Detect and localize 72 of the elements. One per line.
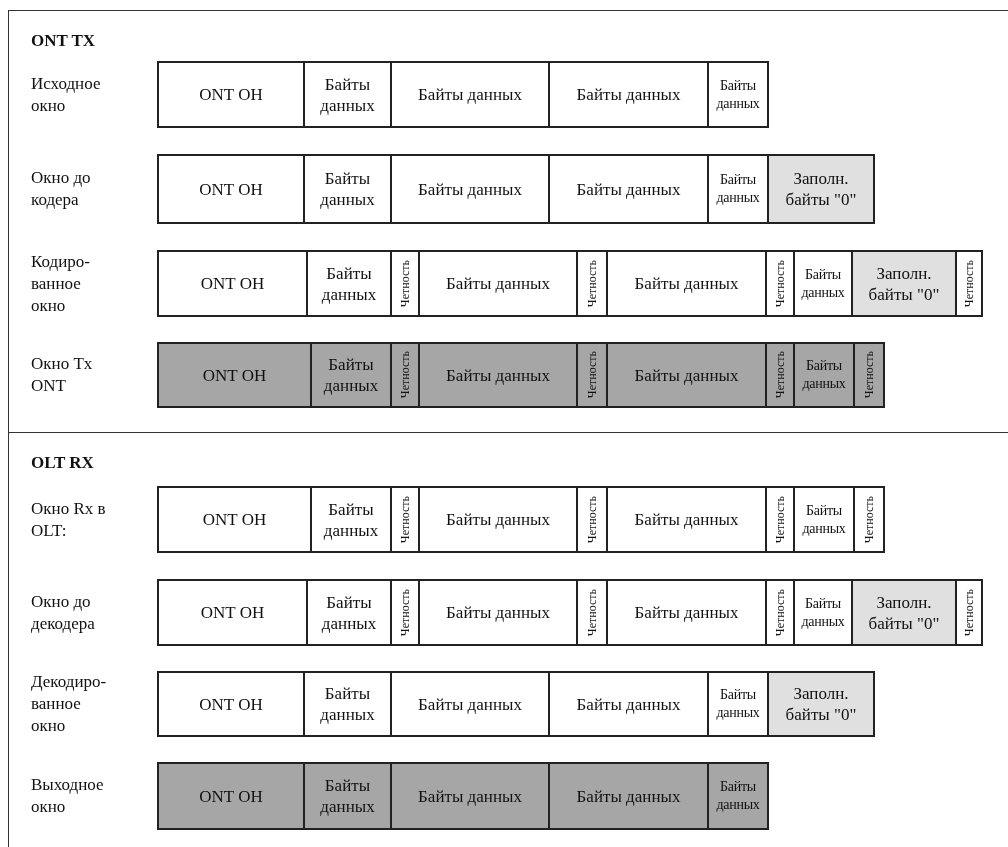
frame-cell: Байты данных xyxy=(707,154,769,224)
frame-cell: Байты данных xyxy=(390,154,550,224)
frame-cell: ONT OH xyxy=(157,579,308,646)
row-label: Исходное окно xyxy=(31,72,102,117)
frame-cell: Байты данных xyxy=(390,671,550,737)
frame-cell: Байты данных xyxy=(793,579,853,646)
panel xyxy=(8,432,1008,847)
frame-cell: Байты данных xyxy=(793,486,855,553)
panel-heading: OLT RX xyxy=(31,453,94,473)
frame-cell: Заполн. байты "0" xyxy=(767,671,875,737)
frame-cell: Байты данных xyxy=(390,762,550,830)
frame-cell: Заполн. байты "0" xyxy=(851,250,957,317)
parity-cell: Четность xyxy=(576,342,608,408)
frame-cell: Байты данных xyxy=(606,342,767,408)
frame-cell: Байты данных xyxy=(306,250,392,317)
frame-cell: Заполн. байты "0" xyxy=(851,579,957,646)
row-label: Окно до кодера xyxy=(31,167,92,211)
frame-cell: ONT OH xyxy=(157,250,308,317)
frame-cell: ONT OH xyxy=(157,486,312,553)
frame-cell: Байты данных xyxy=(548,671,709,737)
frame-cell: Байты данных xyxy=(606,579,767,646)
parity-cell: Четность xyxy=(765,579,795,646)
frame-cell: Байты данных xyxy=(707,61,769,128)
row-label: Кодиро- ванное окно xyxy=(31,250,91,317)
parity-cell: Четность xyxy=(576,579,608,646)
frame-cell: Байты данных xyxy=(548,762,709,830)
parity-cell: Четность xyxy=(955,250,983,317)
frame-cell: Байты данных xyxy=(707,671,769,737)
parity-cell: Четность xyxy=(765,486,795,553)
row-label: Декодиро- ванное окно xyxy=(31,671,108,737)
parity-cell: Четность xyxy=(853,486,885,553)
frame-cell: ONT OH xyxy=(157,342,312,408)
frame-cell: Байты данных xyxy=(418,250,578,317)
row-label: Окно до декодера xyxy=(31,590,96,635)
frame-cell: ONT OH xyxy=(157,154,305,224)
parity-cell: Четность xyxy=(390,342,420,408)
parity-cell: Четность xyxy=(390,250,420,317)
frame-cell: Байты данных xyxy=(606,486,767,553)
frame-cell: Байты данных xyxy=(303,154,392,224)
row-label: Окно Tx ONT xyxy=(31,353,94,397)
frame-cell: Байты данных xyxy=(303,762,392,830)
frame-cell: Байты данных xyxy=(707,762,769,830)
frame-cell: Байты данных xyxy=(418,342,578,408)
frame-cell: Заполн. байты "0" xyxy=(767,154,875,224)
parity-cell: Четность xyxy=(765,342,795,408)
row-label: Окно Rx в OLT: xyxy=(31,497,107,542)
frame-cell: Байты данных xyxy=(548,61,709,128)
frame-cell: Байты данных xyxy=(310,342,392,408)
parity-cell: Четность xyxy=(955,579,983,646)
parity-cell: Четность xyxy=(390,579,420,646)
parity-cell: Четность xyxy=(576,250,608,317)
frame-cell: Байты данных xyxy=(548,154,709,224)
frame-cell: Байты данных xyxy=(793,250,853,317)
frame-cell: Байты данных xyxy=(390,61,550,128)
panel-heading: ONT TX xyxy=(31,31,96,51)
frame-cell: Байты данных xyxy=(606,250,767,317)
frame-cell: Байты данных xyxy=(303,61,392,128)
frame-cell: Байты данных xyxy=(418,579,578,646)
frame-cell: Байты данных xyxy=(306,579,392,646)
frame-cell: ONT OH xyxy=(157,671,305,737)
parity-cell: Четность xyxy=(576,486,608,553)
parity-cell: Четность xyxy=(765,250,795,317)
parity-cell: Четность xyxy=(390,486,420,553)
frame-cell: Байты данных xyxy=(793,342,855,408)
frame-cell: Байты данных xyxy=(310,486,392,553)
row-label: Выходное окно xyxy=(31,774,105,818)
frame-cell: Байты данных xyxy=(418,486,578,553)
frame-cell: ONT OH xyxy=(157,61,305,128)
frame-cell: Байты данных xyxy=(303,671,392,737)
parity-cell: Четность xyxy=(853,342,885,408)
frame-cell: ONT OH xyxy=(157,762,305,830)
panel xyxy=(8,10,1008,432)
